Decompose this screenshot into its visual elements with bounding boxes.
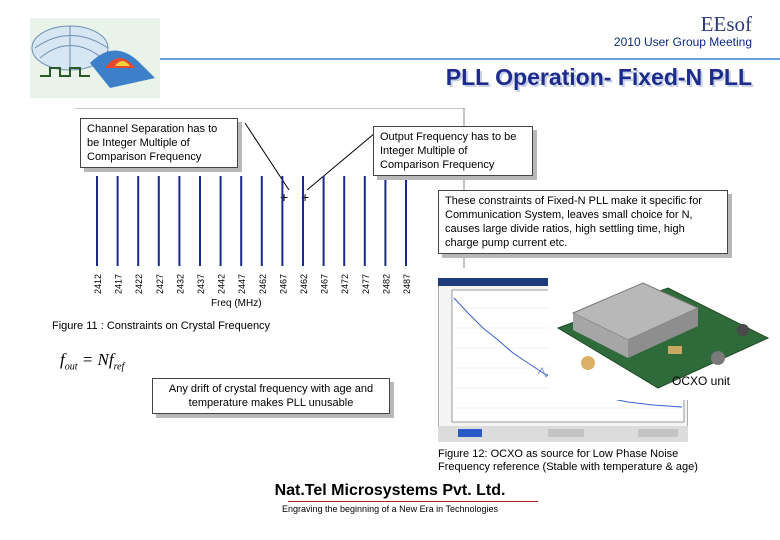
page-title: PLL Operation- Fixed-N PLL <box>445 64 752 90</box>
logo-graphic <box>30 18 160 98</box>
tick-label-5: 2437 <box>196 274 206 294</box>
tick-label-4: 2432 <box>175 274 185 294</box>
ocxo-board-image <box>548 268 778 400</box>
header-divider <box>160 58 780 60</box>
tick-label-9: 2467 <box>278 274 288 294</box>
note-drift: Any drift of crystal frequency with age … <box>152 378 390 414</box>
brand-logo-text: EEsof <box>700 12 752 36</box>
tick-label-11: 2467 <box>320 274 330 294</box>
formula-rhs-sub: ref <box>113 361 125 373</box>
company-name: Nat.Tel Microsystems Pvt. Ltd. <box>274 482 506 499</box>
tick-label-15: 2487 <box>402 274 412 294</box>
tick-label-7: 2447 <box>237 274 247 294</box>
frequency-chart: + + 2412 2417 2422 2427 2432 2437 2442 2447 2462… <box>75 108 465 309</box>
ocxo-label: OCXO unit <box>672 374 731 388</box>
company-tagline: Engraving the beginning of a New Era in … <box>282 504 498 514</box>
tick-label-12: 2472 <box>340 274 350 294</box>
meeting-label: 2010 User Group Meeting <box>613 35 752 49</box>
figure11-caption: Figure 11 : Constraints on Crystal Frequ… <box>52 320 271 332</box>
note-output-frequency: Output Frequency has to be Integer Multi… <box>373 126 533 176</box>
tick-label-6: 2442 <box>217 274 227 294</box>
footer-divider <box>288 501 538 502</box>
marker-plus-2: + <box>301 189 309 205</box>
tick-label-8: 2462 <box>258 274 268 294</box>
formula-lhs-sub: out <box>64 361 78 373</box>
formula-lhs: f <box>60 350 65 369</box>
pll-formula: fout = Nfref <box>60 350 124 372</box>
ocxo-photo <box>548 268 778 400</box>
tick-label-3: 2427 <box>155 274 165 294</box>
note-constraints: These constraints of Fixed-N PLL make it… <box>438 190 728 254</box>
tick-label-13: 2477 <box>361 274 371 294</box>
tick-label-2: 2422 <box>134 274 144 294</box>
arrow-output <box>306 132 376 191</box>
figure12-caption: Figure 12: OCXO as source for Low Phase … <box>438 448 698 473</box>
tick-label-0: 2412 <box>93 274 103 294</box>
tick-label-10: 2462 <box>299 274 309 294</box>
note-channel-separation: Channel Separation has to be Integer Mul… <box>80 118 238 168</box>
x-axis-label: Freq (MHz) <box>211 298 262 309</box>
tick-label-1: 2417 <box>114 274 124 294</box>
marker-plus-1: + <box>280 189 288 205</box>
tick-label-14: 2482 <box>381 274 391 294</box>
formula-rhs: = Nf <box>81 350 114 369</box>
